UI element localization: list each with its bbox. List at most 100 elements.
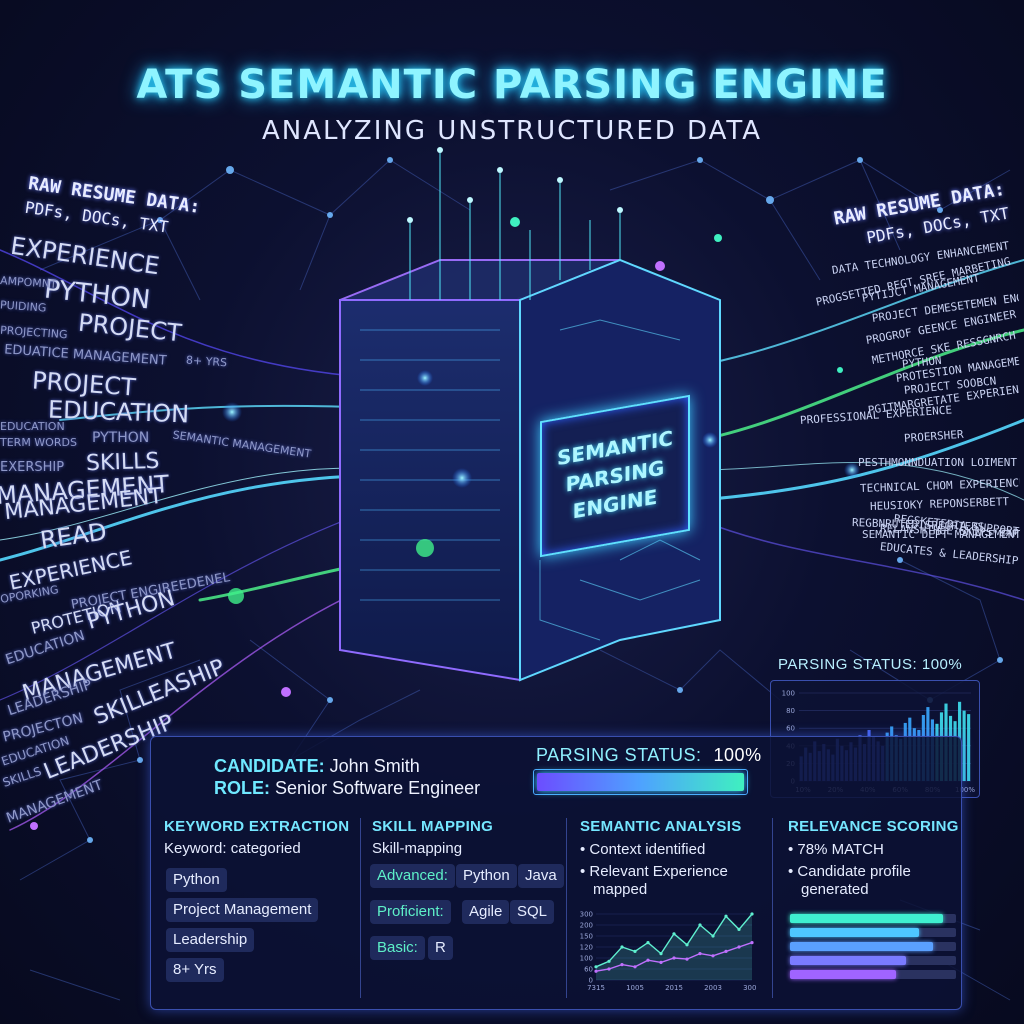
- relevance-bullet: generated: [801, 881, 869, 898]
- series-point: [659, 960, 663, 964]
- parsing-status-value: 100%: [713, 745, 762, 765]
- resume-keyword: SKILLS: [85, 448, 160, 477]
- relevance-bar-track: [790, 928, 956, 937]
- series-point: [594, 969, 598, 973]
- skill-level-proficient: Proficient:: [370, 900, 451, 924]
- engine-label: SEMANTIC PARSING ENGINE: [540, 394, 690, 558]
- keyword-extraction-heading: KEYWORD EXTRACTION: [164, 818, 350, 835]
- column-divider: [566, 818, 567, 998]
- y-tick-label: 80: [786, 707, 795, 715]
- x-tick-label: 100%: [955, 786, 975, 794]
- column-divider: [360, 818, 361, 998]
- y-tick-label: 120: [580, 944, 593, 952]
- status-chart-title: PARSING STATUS: 100%: [778, 656, 963, 673]
- y-tick-label: 60: [584, 966, 593, 974]
- resume-keyword: EDUCATION: [0, 420, 65, 433]
- candidate-name-line: CANDIDATE: John Smith: [214, 756, 420, 777]
- keyword-extraction-sub: Keyword: categoried: [164, 840, 301, 857]
- candidate-role: Senior Software Engineer: [275, 778, 481, 798]
- skill-chip: Python: [456, 864, 517, 888]
- resume-keyword: PYTHON: [92, 430, 150, 446]
- parsing-progress-fill: [537, 773, 744, 791]
- y-tick-label: 60: [786, 725, 795, 733]
- series-point: [633, 949, 637, 953]
- relevance-bar-fill: [790, 970, 897, 979]
- series-point: [724, 914, 728, 918]
- parsing-status: PARSING STATUS: 100%: [536, 745, 762, 766]
- series-point: [633, 965, 637, 969]
- relevance-bar-track: [790, 956, 956, 965]
- relevance-bar-track: [790, 942, 956, 951]
- resume-keyword: EXERSHIP: [0, 460, 65, 475]
- relevance-bullet: • 78% MATCH: [788, 841, 884, 858]
- role-label: ROLE:: [214, 778, 270, 798]
- series-point: [620, 945, 624, 949]
- skill-level-advanced: Advanced:: [370, 864, 455, 888]
- relevance-bar-fill: [790, 914, 943, 923]
- keyword-chip: 8+ Yrs: [166, 958, 224, 982]
- skill-mapping-heading: SKILL MAPPING: [372, 818, 494, 835]
- x-tick-label: 2003: [704, 984, 722, 992]
- skill-chip: Java: [518, 864, 564, 888]
- series-point: [685, 957, 689, 961]
- skill-chip: R: [428, 936, 453, 960]
- x-tick-label: 2015: [665, 984, 683, 992]
- series-point: [672, 956, 676, 960]
- relevance-bar-fill: [790, 956, 907, 965]
- skill-level-basic: Basic:: [370, 936, 425, 960]
- page-subtitle: ANALYZING UNSTRUCTURED DATA: [261, 116, 763, 146]
- resume-keyword: EDUCATION: [47, 395, 190, 429]
- processed-keyword: PESTHMONNDUATION LOIMENT MANAGEMENT: [858, 456, 1020, 469]
- status-bar: [967, 714, 971, 781]
- series-point: [711, 954, 715, 958]
- status-bar: [962, 710, 966, 781]
- series-point: [750, 941, 754, 945]
- series-point: [620, 963, 624, 967]
- x-tick-label: 1005: [626, 984, 644, 992]
- x-tick-label: 7315: [587, 984, 605, 992]
- relevance-bar-fill: [790, 942, 933, 951]
- y-tick-label: 300: [580, 911, 593, 919]
- y-tick-label: 100: [580, 955, 593, 963]
- series-point: [594, 965, 598, 969]
- series-point: [607, 967, 611, 971]
- series-point: [672, 932, 676, 936]
- series-point: [737, 927, 741, 931]
- semantic-bullet: • Context identified: [580, 841, 706, 858]
- candidate-label: CANDIDATE:: [214, 756, 325, 776]
- relevance-bullet: • Candidate profile: [788, 863, 911, 880]
- series-point: [698, 952, 702, 956]
- relevance-bar-track: [790, 970, 956, 979]
- series-point: [737, 945, 741, 949]
- candidate-name: John Smith: [329, 756, 420, 776]
- series-point: [724, 949, 728, 953]
- parsing-status-label: PARSING STATUS:: [536, 745, 702, 765]
- resume-keyword: TERM WORDS: [0, 436, 77, 449]
- series-point: [646, 958, 650, 962]
- semantic-bullet: • Relevant Experience: [580, 863, 728, 880]
- parsing-progress-bar: [533, 769, 748, 795]
- series-point: [685, 943, 689, 947]
- series-point: [646, 941, 650, 945]
- page-title: ATS SEMANTIC PARSING ENGINE: [136, 62, 888, 108]
- y-tick-label: 150: [580, 933, 593, 941]
- semantic-bullet: mapped: [593, 881, 648, 898]
- resume-keyword: 8+ YRS: [185, 353, 228, 370]
- y-tick-label: 200: [580, 922, 593, 930]
- relevance-bar-track: [790, 914, 956, 923]
- keyword-chip: Project Management: [166, 898, 319, 922]
- skill-chip: SQL: [510, 900, 555, 924]
- series-area: [596, 914, 752, 980]
- relevance-scoring-heading: RELEVANCE SCORING: [788, 818, 959, 835]
- candidate-role-line: ROLE: Senior Software Engineer: [214, 778, 480, 799]
- series-point: [698, 923, 702, 927]
- semantic-analysis-heading: SEMANTIC ANALYSIS: [580, 818, 742, 835]
- processed-keyword: SEMANTIC DEPT MANAGEMENT: [862, 528, 1020, 541]
- skill-chip: Agile: [462, 900, 510, 924]
- semantic-line-chart: 06010012015020030073151005201520033000: [580, 911, 756, 993]
- y-tick-label: 0: [589, 977, 593, 985]
- keyword-chip: Python: [166, 868, 227, 892]
- series-point: [659, 952, 663, 956]
- skill-mapping-sub: Skill-mapping: [372, 840, 463, 857]
- series-point: [607, 959, 611, 963]
